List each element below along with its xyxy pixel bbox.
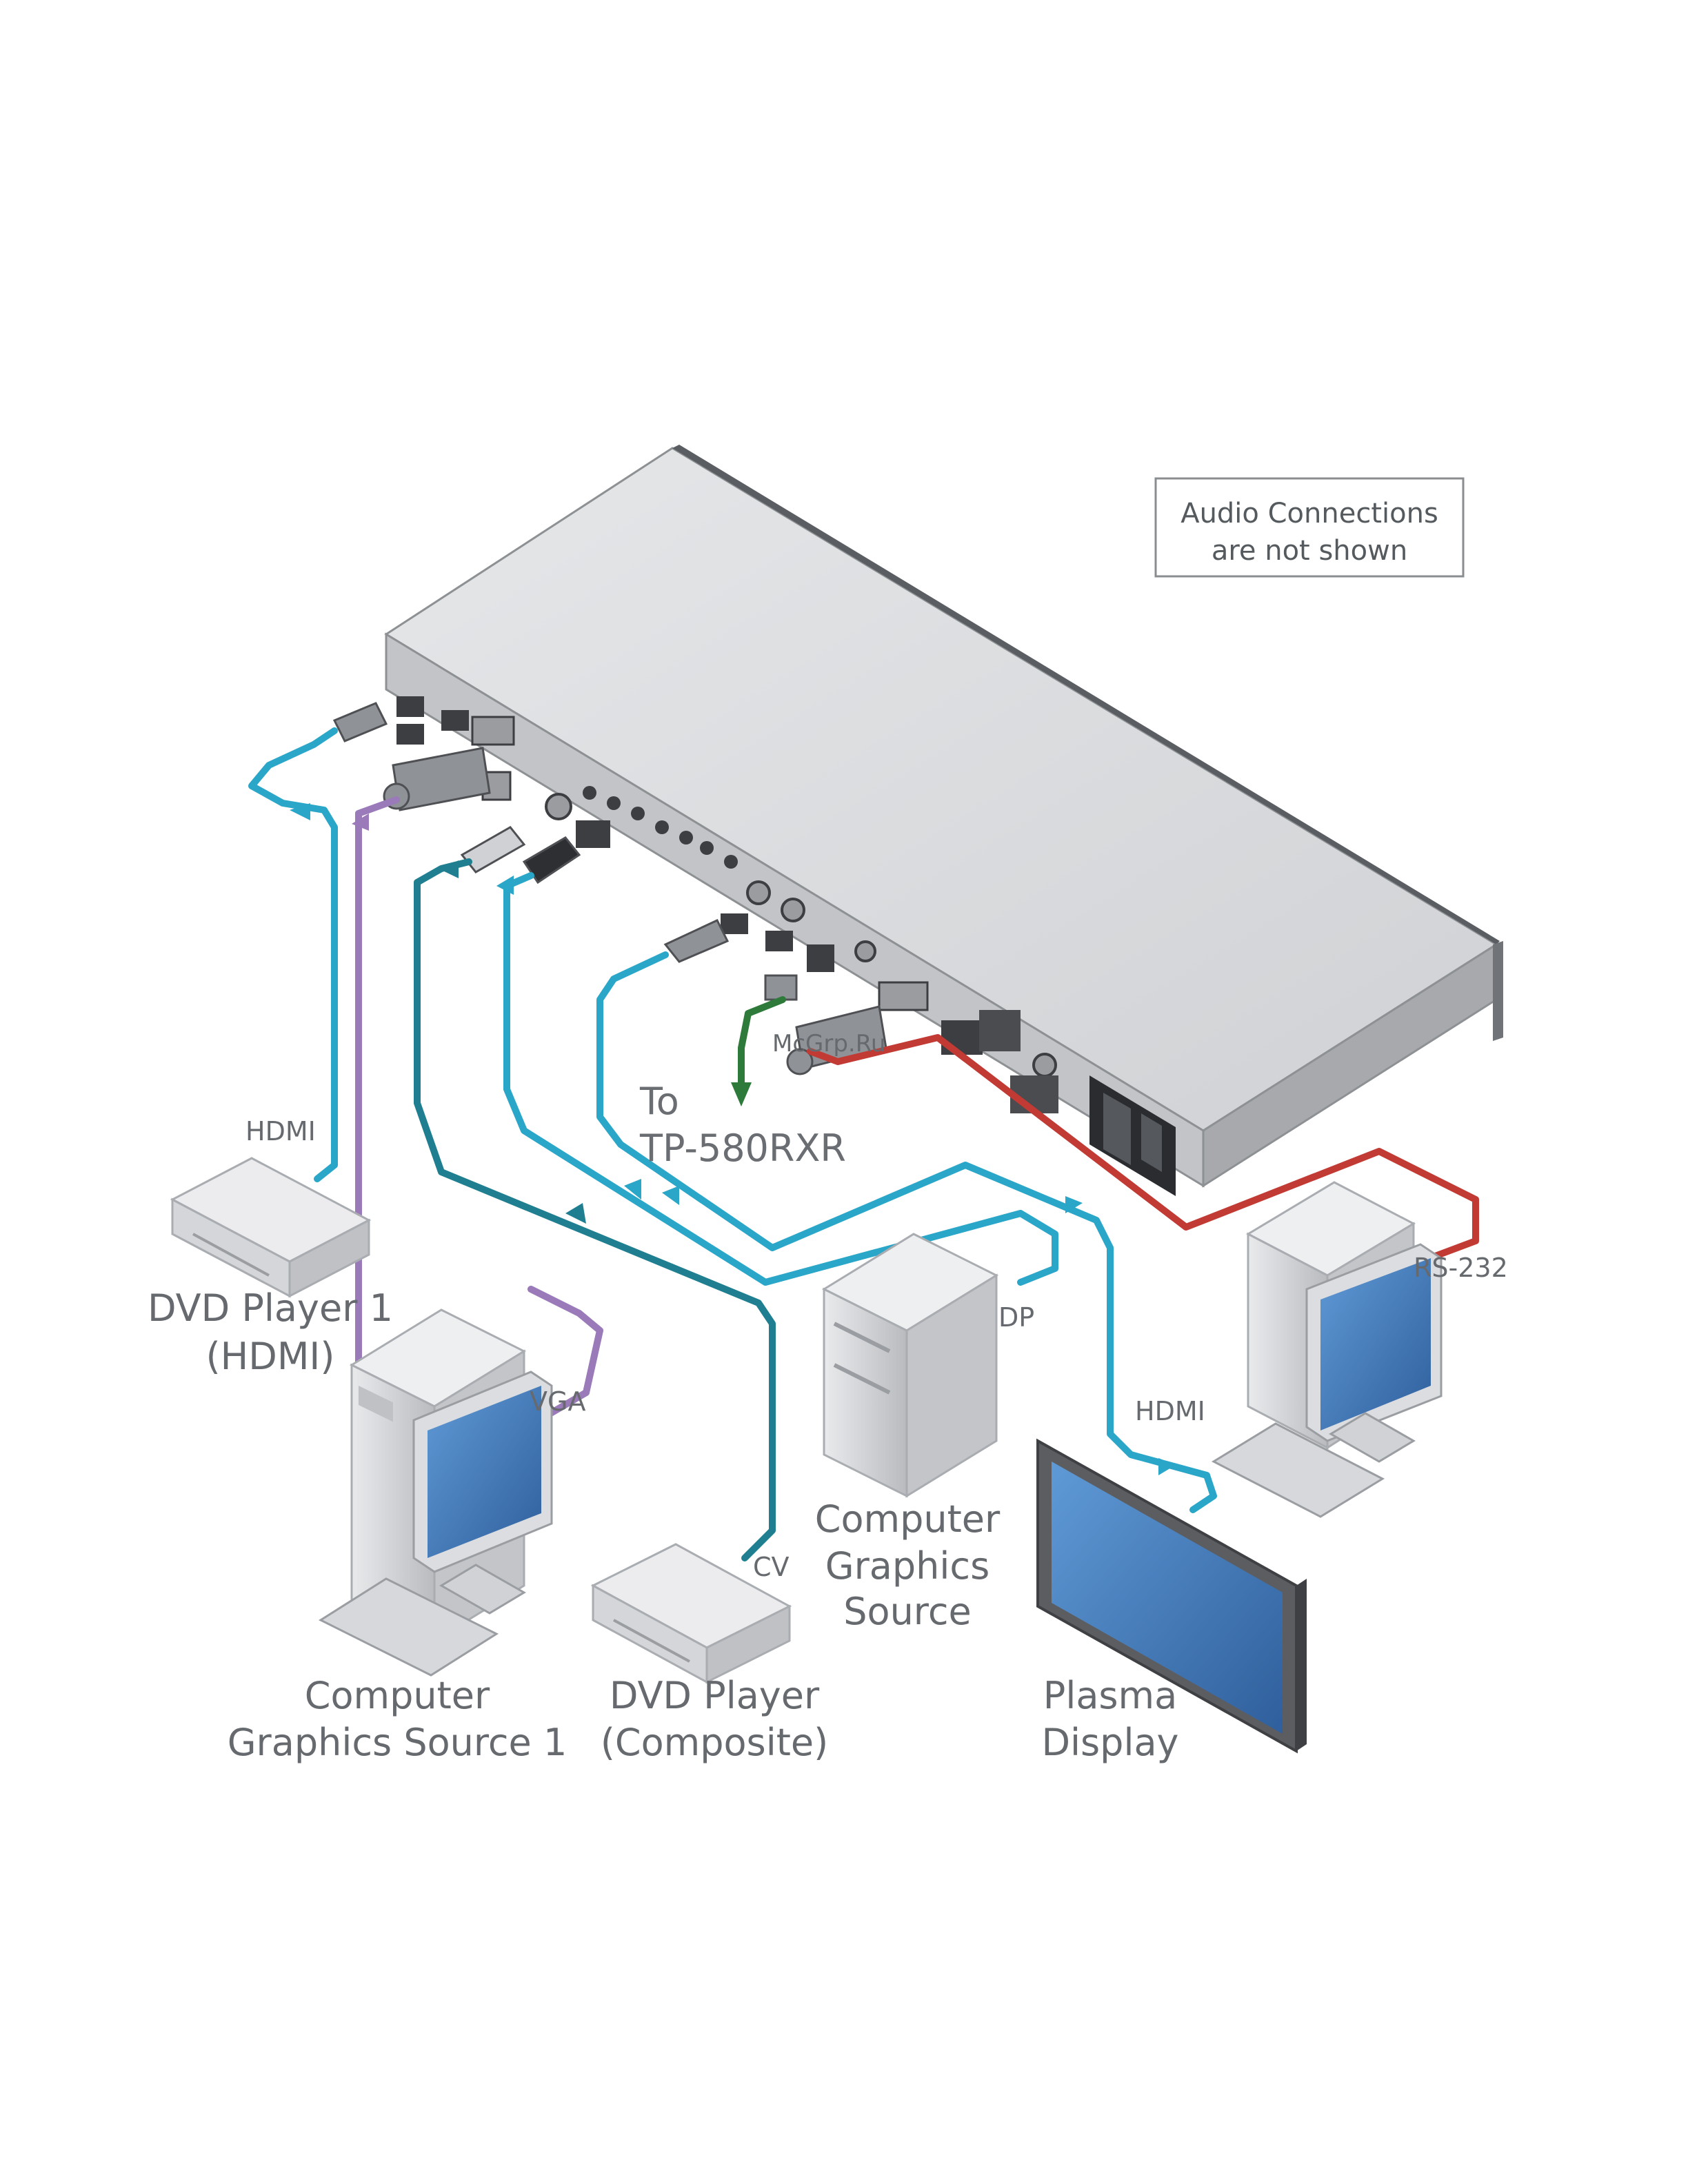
computer-source-1 [321, 1310, 552, 1675]
pc2-label-line-3: Source [843, 1590, 971, 1633]
dvd-player-1 [172, 1158, 369, 1296]
audio-note-box: Audio Connections are not shown [1156, 478, 1463, 576]
dp-label: DP [998, 1302, 1034, 1333]
hdmi-input-label: HDMI [245, 1116, 316, 1146]
computer-source-2 [824, 1234, 996, 1496]
pc2-label-line-2: Graphics [825, 1544, 989, 1588]
vga-label: VGA [530, 1386, 585, 1417]
plasma-label-line-2: Display [1041, 1721, 1178, 1764]
tp-arrow-icon [731, 1082, 752, 1106]
cv-label: CV [753, 1552, 790, 1582]
pc1-label-line-2: Graphics Source 1 [228, 1721, 567, 1764]
control-computer [1214, 1182, 1441, 1517]
hdmi-input-cable [252, 731, 334, 1179]
note-line-2: are not shown [1212, 535, 1407, 567]
to-label-line-2: TP-580RXR [639, 1126, 846, 1170]
dvd1-label-line-2: (HDMI) [206, 1335, 335, 1378]
note-line-1: Audio Connections [1180, 498, 1438, 529]
pc1-label-line-1: Computer [305, 1674, 490, 1717]
pc2-label-line-1: Computer [815, 1497, 1001, 1541]
hdmi-output-label: HDMI [1135, 1396, 1205, 1426]
to-label-line-1: To [639, 1080, 679, 1123]
watermark: McGrp.Ru [772, 1030, 885, 1058]
dvd1-label-line-1: DVD Player 1 [148, 1286, 393, 1330]
rs232-label: RS-232 [1414, 1253, 1508, 1283]
dvd2-label-line-1: DVD Player [610, 1674, 820, 1717]
plasma-label-line-1: Plasma [1043, 1674, 1177, 1717]
dvd2-label-line-2: (Composite) [601, 1721, 828, 1764]
